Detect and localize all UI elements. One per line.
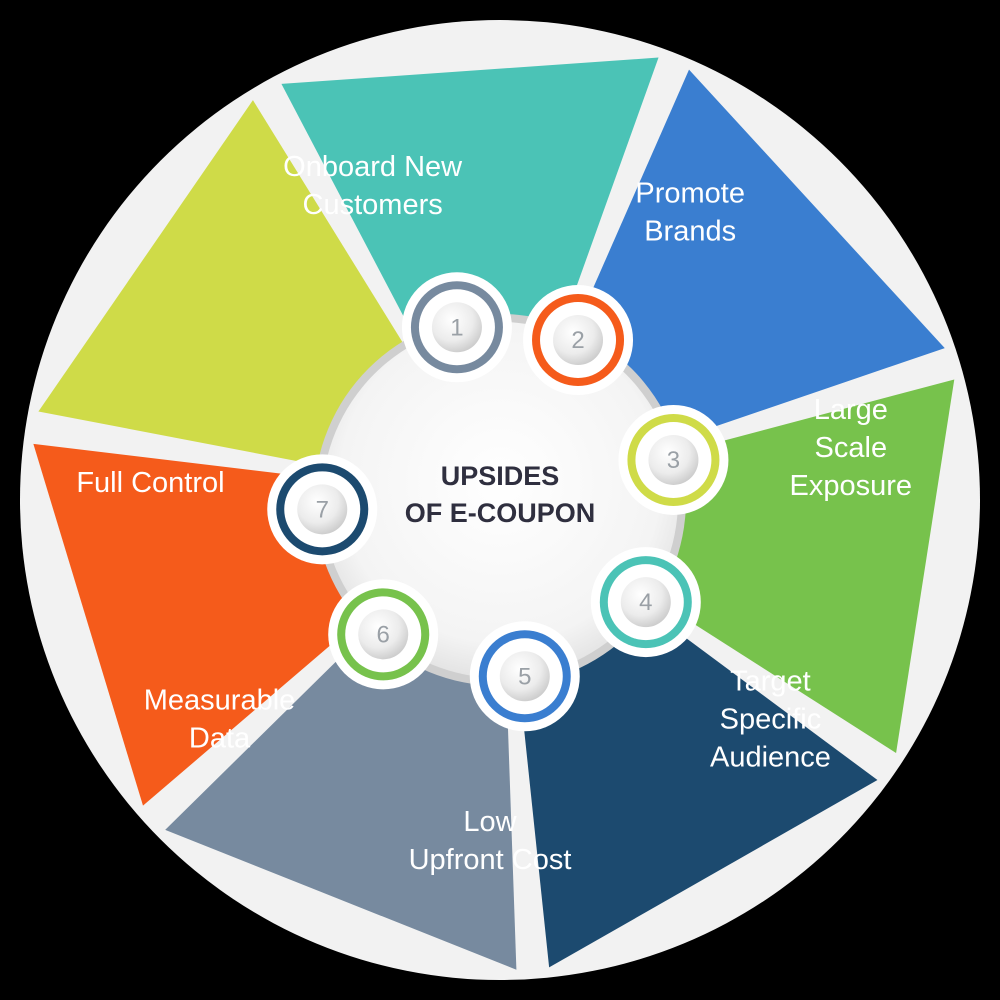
badge-number: 1 — [450, 314, 463, 341]
segment-4 — [281, 57, 659, 359]
segment-label-line: Large — [814, 394, 888, 426]
segment-label-line: Measurable — [144, 685, 296, 717]
segment-label-line: Audience — [710, 742, 831, 774]
badge-ball — [358, 609, 409, 660]
segment-label-line: Onboard New — [283, 151, 463, 183]
badge-ball — [553, 315, 604, 366]
segment-3 — [38, 100, 416, 470]
segment-label-line: Promote — [635, 178, 745, 210]
number-badges-group: 1 2 3 4 5 6 7 — [267, 272, 729, 732]
segment-label-line: Low — [463, 806, 517, 838]
badge-number: 7 — [316, 496, 329, 523]
badge-ball — [499, 651, 550, 702]
badge-ball — [620, 577, 671, 628]
number-badge-1: 1 — [401, 272, 512, 383]
badge-ball — [648, 434, 699, 485]
badge-number: 4 — [639, 589, 652, 616]
badge-number: 6 — [377, 621, 390, 648]
segment-label-line: Full Control — [76, 467, 224, 499]
segment-label-line: Data — [189, 723, 251, 755]
segment-label-line: Customers — [303, 189, 443, 221]
segment-label-line: Upfront Cost — [409, 844, 572, 876]
number-badge-2: 2 — [523, 285, 634, 396]
segment-1 — [165, 612, 517, 970]
center-title-line-2: OF E-COUPON — [405, 498, 596, 528]
number-badge-3: 3 — [618, 404, 729, 515]
segment-label-line: Target — [730, 666, 811, 698]
badge-number: 5 — [518, 663, 531, 690]
segment-5 — [564, 69, 945, 449]
number-badge-7: 7 — [267, 454, 378, 565]
badge-ball — [297, 484, 348, 535]
badge-number: 3 — [667, 447, 680, 474]
segment-label-7: Full Control — [76, 467, 224, 499]
segment-7 — [516, 595, 878, 968]
center-title-line-1: UPSIDES — [441, 461, 560, 491]
badge-number: 2 — [571, 327, 584, 354]
number-badge-4: 4 — [590, 547, 701, 658]
badge-ball — [431, 302, 482, 353]
segment-label-line: Brands — [644, 216, 736, 248]
segment-label-line: Exposure — [790, 470, 913, 502]
number-badge-5: 5 — [469, 621, 580, 732]
segment-label-line: Specific — [720, 704, 822, 736]
segment-label-line: Scale — [815, 432, 888, 464]
number-badge-6: 6 — [328, 579, 439, 690]
